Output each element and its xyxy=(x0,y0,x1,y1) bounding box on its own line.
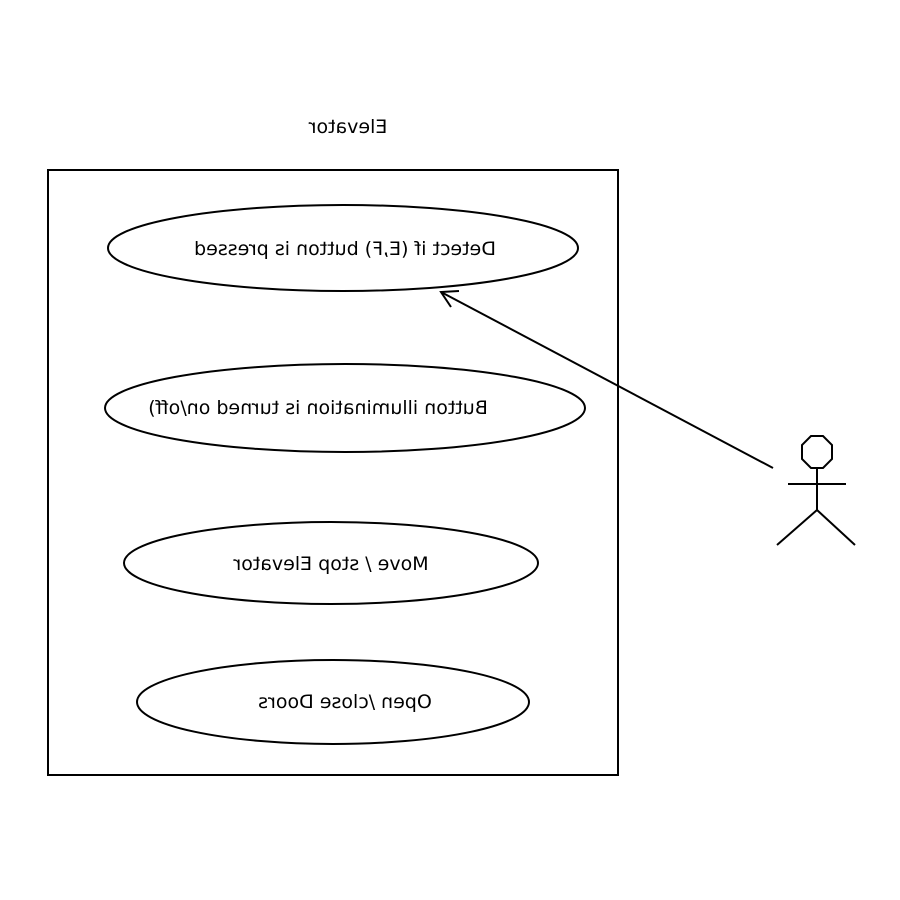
association-line xyxy=(440,291,774,469)
use-case-2: Button illumination is turned on/off) xyxy=(104,363,586,453)
use-case-3: Move / stop Elevator xyxy=(123,521,539,605)
use-case-4: Open /close Doors xyxy=(136,659,530,745)
use-case-label: Open /close Doors xyxy=(258,691,432,713)
use-case-ellipse xyxy=(104,363,586,453)
use-case-1: Detect if (E,F) button is pressed xyxy=(107,204,579,292)
arrow-head-icon xyxy=(439,290,460,308)
use-case-ellipse xyxy=(107,204,579,292)
use-case-label: Detect if (E,F) button is pressed xyxy=(194,238,496,260)
actor-head-icon xyxy=(801,435,833,469)
actor-left-leg xyxy=(776,509,818,546)
association-arrow xyxy=(439,290,774,469)
use-case-ellipse xyxy=(123,521,539,605)
actor-right-leg xyxy=(816,509,856,546)
system-title: Elevator xyxy=(308,116,387,138)
actor-figure xyxy=(776,435,856,546)
use-case-label: Move / stop Elevator xyxy=(233,553,428,575)
use-case-label: Button illumination is turned on/off) xyxy=(148,397,488,419)
use-case-ellipse xyxy=(136,659,530,745)
